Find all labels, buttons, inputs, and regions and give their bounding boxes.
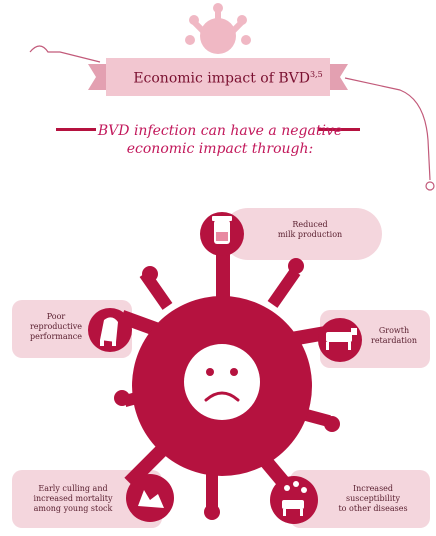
virus-spike-tips [114,258,340,520]
subtitle-line-right [318,128,360,131]
subtitle-line-left [56,128,96,131]
title-banner [88,58,348,96]
label-culling-line-3: among young stock [33,504,113,513]
sick-cow-icon [282,481,307,516]
subtitle-line-1: BVD infection can have a negative [97,123,343,139]
label-reproductive: Poor reproductive performance [16,312,96,342]
top-virus-icon [185,3,251,54]
label-susceptibility-line-2: susceptibility [345,494,400,503]
label-growth-line-1: Growth [378,326,410,335]
sad-face-icon [184,344,260,420]
label-milk-line-2: milk production [277,230,343,239]
subtitle: BVD infection can have a negative econom… [80,122,360,158]
pill-susceptibility [290,470,430,528]
cow-reproductive-icon [100,317,118,346]
label-culling: Early culling and increased mortality am… [18,484,128,514]
title-superscript: 3,5 [309,70,323,79]
label-susceptibility-line-3: to other diseases [338,504,408,513]
decorative-line-left [29,45,101,63]
label-culling-line-2: increased mortality [33,494,113,503]
decorative-line-end [425,181,435,191]
label-growth-line-2: retardation [371,336,417,345]
page-title: Economic impact of BVD3,5 [133,70,323,87]
young-stock-icon [138,490,164,508]
milk-jar-icon [212,216,232,244]
cow-growth-icon [326,328,357,350]
label-reproductive-line-1: Poor [46,312,66,321]
decorative-line-right [344,77,431,181]
label-susceptibility: Increased susceptibility to other diseas… [318,484,428,514]
subtitle-line-2: economic impact through: [126,141,314,157]
label-reproductive-line-2: reproductive [29,322,83,331]
label-milk: Reduced milk production [250,220,370,240]
pill-milk [222,208,382,260]
label-milk-line-1: Reduced [292,220,328,229]
pill-culling [12,470,162,528]
label-growth: Growth retardation [362,326,426,346]
label-reproductive-line-3: performance [29,332,82,341]
label-susceptibility-line-1: Increased [352,484,394,493]
icon-circle-culling [126,474,174,522]
label-culling-line-1: Early culling and [38,484,108,493]
